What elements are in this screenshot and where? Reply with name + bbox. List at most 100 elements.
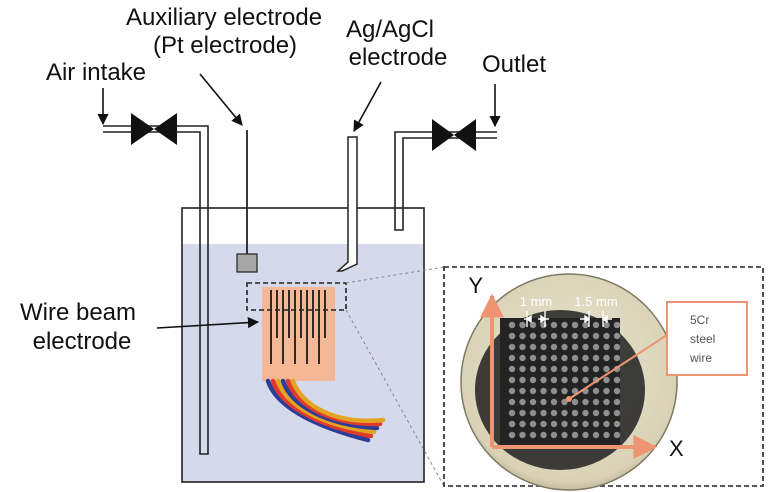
wire-cross-section [550,387,558,395]
wire-cross-section [540,321,547,329]
wire-cross-section [603,431,610,439]
wire-beam-label-line2: electrode [33,328,132,355]
wire-cross-section [613,321,621,329]
container-wall [181,207,425,483]
wire-cross-section [582,420,589,428]
wire-cross-section [519,343,526,351]
wire-cross-section [508,321,516,329]
wire-cross-section [529,409,537,417]
wire-cross-section [508,387,516,395]
cable-stripe [270,378,374,439]
wire-cross-section [508,365,516,373]
spacing-marker-1mm [524,311,549,327]
wire-cross-section [550,332,558,340]
wire-cross-section [561,420,568,428]
wire-cross-section [582,409,589,417]
wire-beam-pad [262,287,335,381]
wire-beam-cable [265,378,386,443]
wire-cross-section [529,376,537,384]
wire-cross-section [592,387,600,395]
wire-cross-section [571,332,579,340]
wire-cross-section [613,387,621,395]
wire-cross-section [508,409,516,417]
wire-array-grid [508,321,621,439]
wire-cross-section [561,332,568,340]
cable-stripe [285,378,383,427]
material-callout-leader [568,334,668,400]
wire-cross-section [508,420,516,428]
wire-cross-section [571,398,579,406]
wire-cross-section [571,409,579,417]
wire-cross-section [592,321,600,329]
wire-cross-section [540,431,547,439]
wire-cross-section [561,343,568,351]
material-callout-box [666,301,748,376]
wire-cross-section [592,365,600,373]
wire-cross-section [582,343,589,351]
wire-cross-section [550,354,558,362]
auxiliary-electrode-label-line1: Auxiliary electrode [126,4,322,31]
wire-cross-section [571,420,579,428]
wire-cross-section [519,398,526,406]
wire-cross-section [540,365,547,373]
auxiliary-electrode-arrow [199,73,243,126]
wire-cross-section [571,343,579,351]
outlet-pipe [394,131,497,231]
wire-cross-section [603,376,610,384]
wire-cross-section [613,343,621,351]
wire-cross-section [540,420,547,428]
wire-cross-section [519,431,526,439]
wire-cross-section [540,387,547,395]
wire-cross-section [561,321,568,329]
air-intake-valve [131,113,177,145]
material-label-line1: 5Cr [690,313,709,327]
wire-cross-section [582,332,589,340]
outlet-valve [432,119,476,151]
auxiliary-electrode-label-line2: (Pt electrode) [153,32,297,59]
wire-cross-section [529,354,537,362]
spacing-label-1-5mm: 1.5 mm [574,294,617,309]
zoom-line-top [345,266,445,284]
wire-cross-section [603,420,610,428]
outlet-label: Outlet [482,51,546,78]
cable-stripe [280,378,380,431]
wire-cross-section [519,387,526,395]
wire-beam-wires [270,290,326,364]
wire-cross-section [550,321,558,329]
wire-cross-section [571,354,579,362]
wire-cross-section [561,398,568,406]
wire-cross-section [603,409,610,417]
wire-cross-section [571,387,579,395]
wire-cross-section [550,376,558,384]
wire-cross-section [582,431,589,439]
wire-cross-section [592,343,600,351]
wire-cross-section [508,431,516,439]
wire-cross-section [582,354,589,362]
wire-cross-section [582,376,589,384]
wire-cross-section [519,332,526,340]
cable-stripe [290,378,386,424]
y-axis-label: Y [468,273,483,298]
wire-cross-section [582,398,589,406]
wire-cross-section [613,420,621,428]
wire-cross-section [529,398,537,406]
wire-cross-section [529,431,537,439]
wire-cross-section [603,332,610,340]
cable-stripe [275,378,377,435]
wire-cross-section [540,398,547,406]
wire-cross-section [582,365,589,373]
wire-cross-section [561,365,568,373]
wire-cross-section [603,354,610,362]
wire-cross-section [508,332,516,340]
wire-cross-section [550,398,558,406]
wire-cross-section [529,332,537,340]
wire-cross-section [529,365,537,373]
wire-cross-section [592,409,600,417]
wire-cross-section [519,321,526,329]
wire-cross-section [571,321,579,329]
air-intake-label: Air intake [46,59,146,86]
wire-cross-section [550,431,558,439]
wire-cross-section [529,321,537,329]
agagcl-label-line2: electrode [349,44,448,71]
wire-cross-section [561,409,568,417]
